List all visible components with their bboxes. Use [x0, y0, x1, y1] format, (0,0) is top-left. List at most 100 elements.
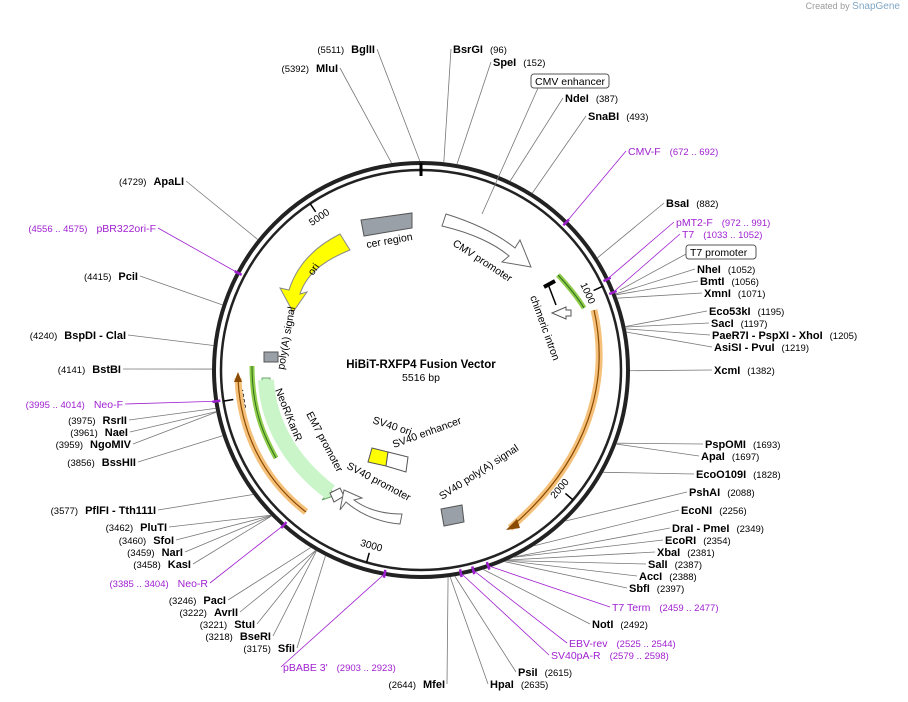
enzyme-site[interactable]: Eco53kI(1195) — [709, 306, 784, 318]
enzyme-site[interactable]: PshAI(2088) — [689, 487, 755, 499]
enzyme-site[interactable]: HpaI(2635) — [490, 679, 548, 691]
enzyme-name: KasI — [168, 559, 191, 571]
enzyme-site[interactable]: AccI(2388) — [639, 571, 697, 583]
enzyme-site[interactable]: SacI(1197) — [711, 318, 767, 330]
enzyme-leader — [168, 514, 271, 528]
enzyme-site[interactable]: NdeI(387) — [565, 93, 618, 105]
primer-name: EBV-rev — [569, 638, 608, 650]
polya-signal-feature[interactable] — [263, 351, 279, 363]
enzyme-site[interactable]: DraI - PmeI (2349) — [672, 523, 764, 535]
sv40-enhancer-feature[interactable] — [385, 451, 409, 473]
primer[interactable]: pBR322ori-F(4556 .. 4575) — [28, 223, 156, 235]
cmv-enhancer-box[interactable]: CMV enhancer — [481, 73, 610, 215]
enzyme-site[interactable]: BglII(5511) — [317, 44, 375, 56]
cer-region-feature[interactable] — [360, 212, 413, 237]
primer[interactable]: Neo-F(3995 .. 4014) — [26, 399, 123, 411]
enzyme-site[interactable]: SalI(2387) — [648, 559, 702, 571]
enzyme-leader — [185, 180, 258, 240]
enzyme-site[interactable]: RsrII(3975) — [68, 415, 127, 427]
enzyme-site[interactable]: BmtI (1056) — [700, 276, 759, 288]
enzyme-site[interactable]: NotI(2492) — [592, 619, 648, 631]
enzyme-leader — [629, 369, 713, 372]
chimeric-intron-arrow — [550, 306, 572, 320]
enzyme-site[interactable]: PacI(3246) — [169, 595, 226, 607]
enzyme-site[interactable]: NaeI(3961) — [70, 427, 128, 439]
sv40-polya-feature[interactable] — [440, 504, 465, 527]
enzyme-leader — [626, 331, 713, 348]
enzyme-site[interactable]: PluTI(3462) — [106, 522, 167, 534]
primer[interactable]: T7 Term(2459 .. 2477) — [612, 602, 718, 614]
enzyme-position: (2349) — [736, 524, 763, 535]
primer-range: (2579 .. 2598) — [610, 651, 669, 662]
t7-promoter-box[interactable]: T7 promoter — [619, 244, 757, 291]
primer[interactable]: SV40pA-R(2579 .. 2598) — [551, 650, 669, 662]
enzyme-site[interactable]: BstBI(4141) — [58, 364, 121, 376]
enzyme-site[interactable]: SbfI(2397) — [629, 583, 684, 595]
enzyme-site[interactable]: BspDI - ClaI(4240) — [30, 330, 126, 342]
enzyme-site[interactable]: SfoI(3460) — [119, 535, 174, 547]
enzyme-name: BmtI — [700, 276, 724, 288]
enzyme-site[interactable]: BseRI(3218) — [205, 631, 271, 643]
enzyme-site[interactable]: BsaI(882) — [666, 198, 718, 210]
primer-range: (2459 .. 2477) — [659, 603, 718, 614]
enzyme-site[interactable]: XcmI(1382) — [714, 365, 775, 377]
primer-name: Neo-R — [178, 578, 209, 590]
enzyme-site[interactable]: MluI(5392) — [282, 63, 338, 75]
sv40-ori-feature[interactable] — [367, 447, 389, 467]
primer[interactable]: pBABE 3'(2903 .. 2923) — [283, 662, 396, 674]
sv40-promoter-feature[interactable] — [339, 489, 403, 525]
enzyme-name: StuI — [234, 619, 255, 631]
primer[interactable]: EBV-rev(2525 .. 2544) — [569, 638, 676, 650]
primer[interactable]: CMV-F(672 .. 692) — [628, 146, 718, 158]
enzyme-site[interactable]: PflFI - Tth111I(3577) — [51, 505, 156, 517]
enzyme-position: (5392) — [282, 64, 309, 75]
enzyme-leader — [615, 280, 699, 296]
enzyme-site[interactable]: PspOMI(1693) — [705, 439, 780, 451]
enzyme-site[interactable]: SfiI(3175) — [243, 643, 295, 655]
enzyme-site[interactable]: NheI(1052) — [697, 264, 755, 276]
enzyme-site[interactable]: AsiSI - PvuI(1219) — [714, 342, 809, 354]
enzyme-site[interactable]: PciI(4415) — [84, 271, 138, 283]
enzyme-site[interactable]: PaeR7I - PspXI - XhoI(1205) — [712, 330, 857, 342]
primer-layer: CMV-F(672 .. 692) pMT2-F(972 .. 991)T7(10… — [26, 146, 771, 674]
enzyme-position: (1056) — [731, 277, 758, 288]
enzyme-leader — [256, 550, 317, 625]
enzyme-site[interactable]: AvrII(3222) — [179, 607, 238, 619]
enzyme-site[interactable]: XmnI(1071) — [704, 288, 765, 300]
primer-leader — [606, 221, 675, 280]
enzyme-site[interactable]: EcoO109I(1828) — [696, 469, 781, 481]
cmv-promoter-feature[interactable] — [441, 213, 532, 268]
primer[interactable]: pMT2-F(972 .. 991) — [676, 217, 770, 229]
enzyme-site[interactable]: BssHII(3856) — [67, 457, 136, 469]
ori-feature[interactable] — [279, 233, 351, 313]
enzyme-name: PacI — [203, 595, 226, 607]
enzyme-name: SpeI — [493, 57, 516, 69]
enzyme-leader — [449, 576, 489, 685]
enzyme-site[interactable]: ApaI(1697) — [701, 451, 759, 463]
enzyme-site[interactable]: NgoMIV(3959) — [56, 439, 132, 451]
enzyme-name: PciI — [118, 271, 138, 283]
primer[interactable]: Neo-R(3385 .. 3404) — [110, 578, 209, 590]
enzyme-leader — [192, 515, 272, 565]
enzyme-position: (3460) — [119, 536, 146, 547]
enzyme-position: (152) — [523, 58, 545, 69]
enzyme-site[interactable]: EcoNI(2256) — [681, 505, 747, 517]
primer[interactable]: T7(1033 .. 1052) — [682, 229, 762, 241]
enzyme-site[interactable]: StuI(3221) — [200, 619, 255, 631]
enzyme-position: (2088) — [727, 488, 754, 499]
enzyme-position: (3975) — [68, 416, 95, 427]
enzyme-site[interactable]: XbaI(2381) — [657, 547, 715, 559]
enzyme-site[interactable]: NarI(3459) — [127, 547, 183, 559]
enzyme-site[interactable]: KasI(3458) — [133, 559, 191, 571]
enzyme-site[interactable]: BsrGI(96) — [453, 44, 507, 56]
enzyme-site[interactable]: EcoRI(2354) — [665, 535, 731, 547]
enzyme-leader — [506, 560, 647, 565]
enzyme-name: DraI - PmeI — [672, 523, 729, 535]
enzyme-site[interactable]: PsiI(2615) — [518, 667, 572, 679]
enzyme-site[interactable]: ApaLI(4729) — [119, 176, 184, 188]
enzyme-site[interactable]: SnaBI(493) — [588, 111, 648, 123]
enzyme-site[interactable]: MfeI(2644) — [389, 679, 445, 691]
enzyme-site[interactable]: SpeI (152) — [493, 57, 545, 69]
enzyme-leader — [509, 97, 564, 182]
